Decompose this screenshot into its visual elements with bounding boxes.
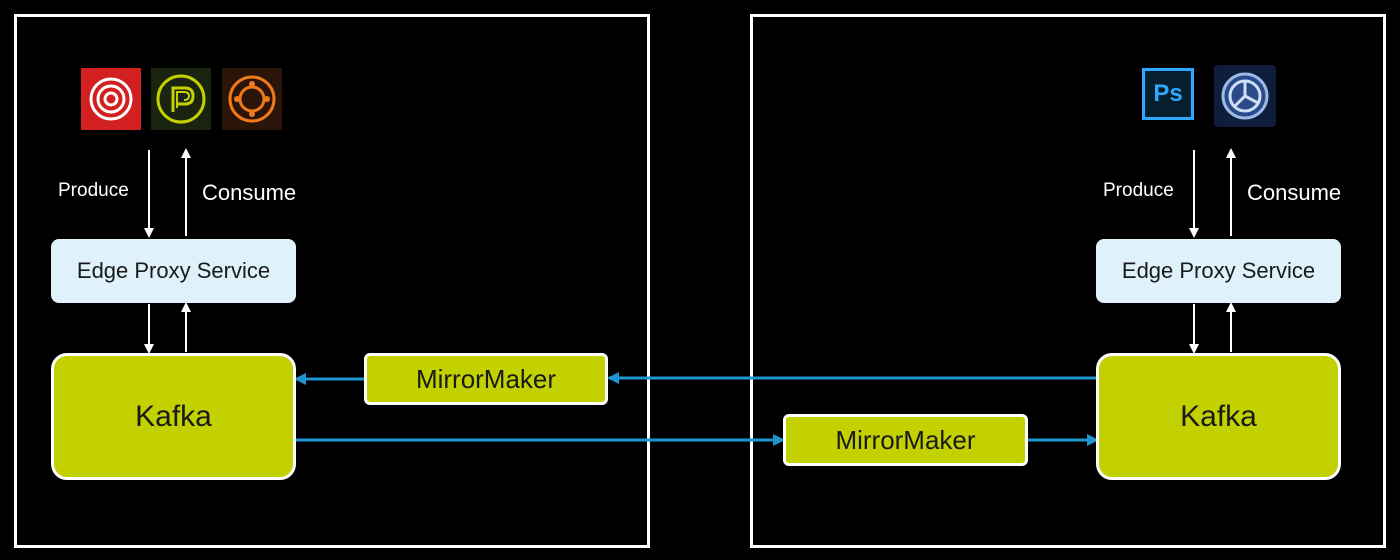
photoshop-icon: Ps — [1142, 68, 1194, 120]
left-produce-label: Produce — [58, 180, 129, 201]
right-edge-proxy-service: Edge Proxy Service — [1096, 239, 1341, 303]
right-kafka-cluster: Kafka — [1096, 353, 1341, 480]
mirrormaker-top: MirrorMaker — [364, 353, 608, 405]
orange-ring-app-icon — [222, 68, 282, 130]
green-p-app-icon — [151, 68, 211, 130]
left-consume-label: Consume — [202, 180, 297, 205]
left-edge-proxy-service: Edge Proxy Service — [51, 239, 296, 303]
dark-blue-app-icon — [1214, 65, 1276, 127]
right-consume-label: Consume — [1247, 180, 1342, 205]
photoshop-icon-text: Ps — [1153, 80, 1183, 107]
mirrormaker-bottom: MirrorMaker — [783, 414, 1028, 466]
left-kafka-cluster: Kafka — [51, 353, 296, 480]
red-circle-app-icon — [81, 68, 141, 130]
right-produce-label: Produce — [1103, 180, 1174, 201]
